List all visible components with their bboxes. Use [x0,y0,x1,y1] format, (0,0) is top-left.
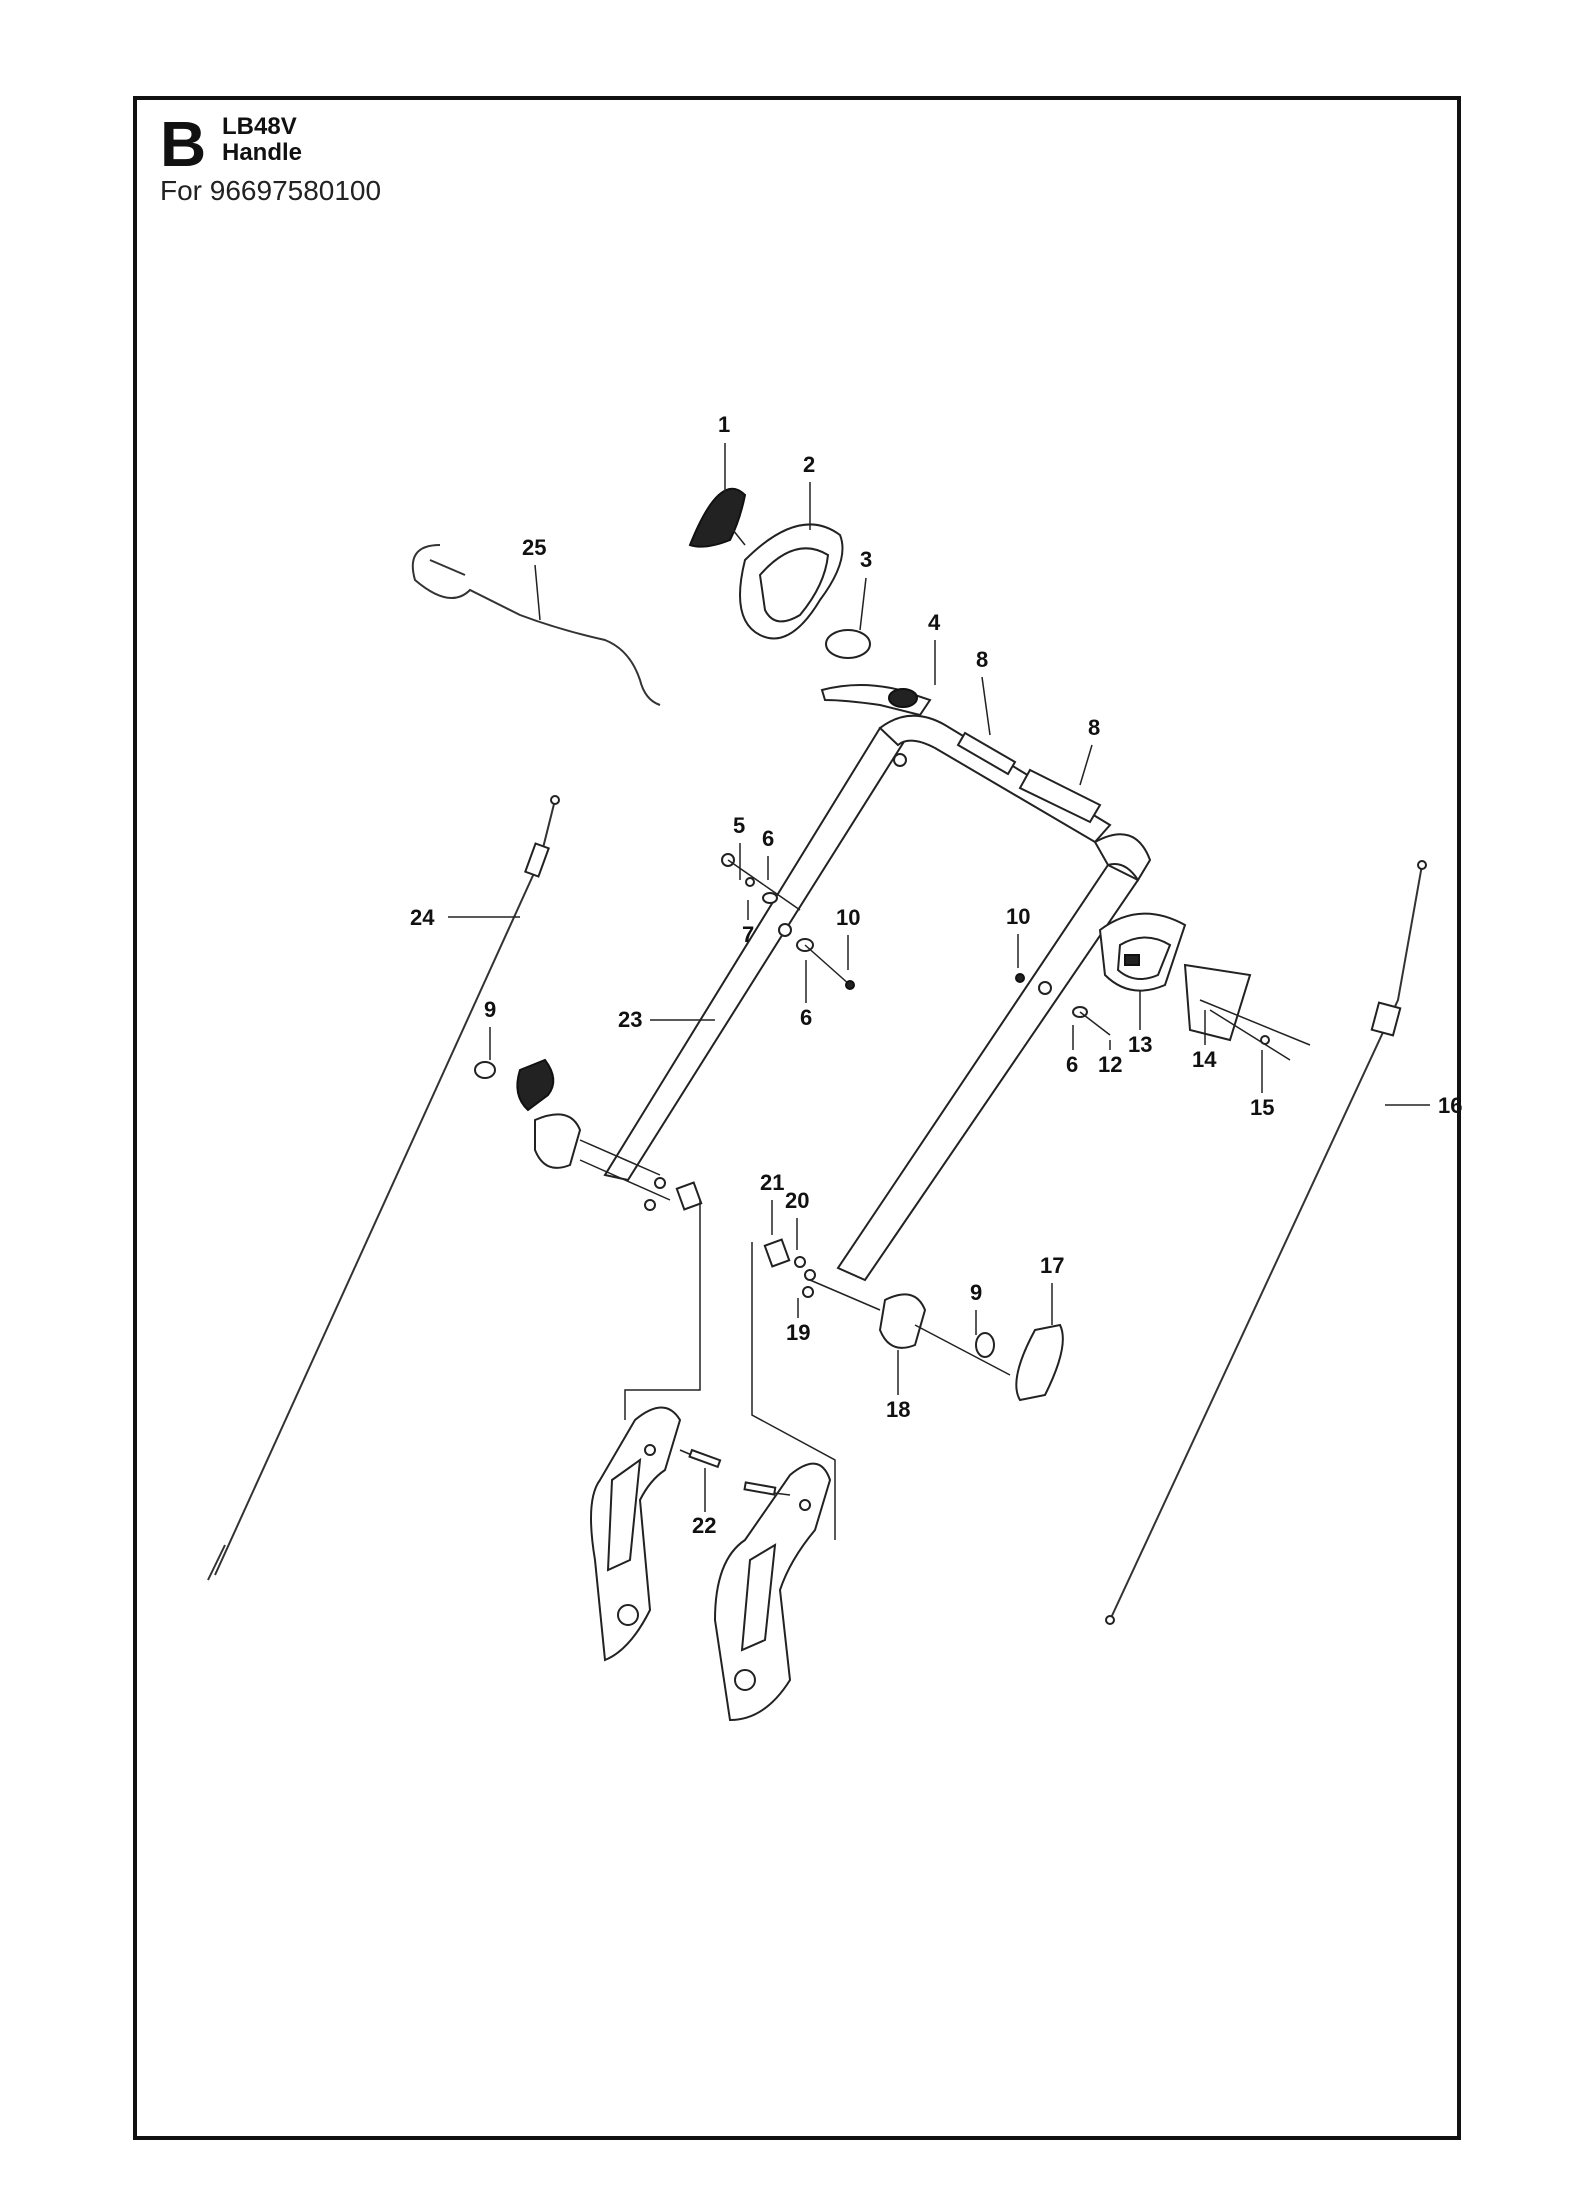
callout-9-left: 9 [484,997,496,1022]
callout-17: 17 [1040,1253,1064,1278]
callout-2: 2 [803,452,815,477]
callout-4: 4 [928,610,941,635]
callout-25: 25 [522,535,546,560]
callout-23: 23 [618,1007,642,1032]
callout-24: 24 [410,905,435,930]
assembly-name: Handle [222,139,303,166]
callout-6-b: 6 [800,1005,812,1030]
right-hinge-assembly [751,1238,1064,1540]
callout-10-a: 10 [836,905,860,930]
callout-1: 1 [718,412,730,437]
handle-cover-parts [688,487,932,717]
lower-brackets [590,1406,832,1722]
callout-6-c: 6 [1066,1052,1078,1077]
callout-20: 20 [785,1188,809,1213]
callout-14: 14 [1192,1047,1217,1072]
callout-labels: 1 2 3 4 8 8 25 5 6 7 10 6 10 24 9 23 13 … [410,412,1462,1538]
model-name: LB48V [222,113,297,140]
callout-12: 12 [1098,1052,1122,1077]
callout-8-right: 8 [1088,715,1100,740]
cable-24 [207,795,560,1581]
callout-19: 19 [786,1320,810,1345]
callout-21: 21 [760,1170,784,1195]
callout-9-right: 9 [970,1280,982,1305]
callout-3: 3 [860,547,872,572]
callout-5: 5 [733,813,745,838]
section-letter: B [160,108,207,180]
callout-18: 18 [886,1397,910,1422]
control-box [1098,912,1252,1042]
callout-8-left: 8 [976,647,988,672]
cable-25 [411,544,661,706]
product-number: For 96697580100 [160,175,382,206]
callout-10-b: 10 [1006,904,1030,929]
callout-6-a: 6 [762,826,774,851]
handle-frame [603,714,1152,1282]
callout-16: 16 [1438,1093,1462,1118]
cable-16 [1105,860,1427,1625]
callout-13: 13 [1128,1032,1152,1057]
callout-15: 15 [1250,1095,1274,1120]
leader-lines [448,443,1430,1512]
callout-7: 7 [742,922,754,947]
left-hinge-assembly [474,1058,703,1420]
callout-22: 22 [692,1513,716,1538]
fasteners [721,853,1311,1061]
diagram-frame [133,96,1461,2140]
